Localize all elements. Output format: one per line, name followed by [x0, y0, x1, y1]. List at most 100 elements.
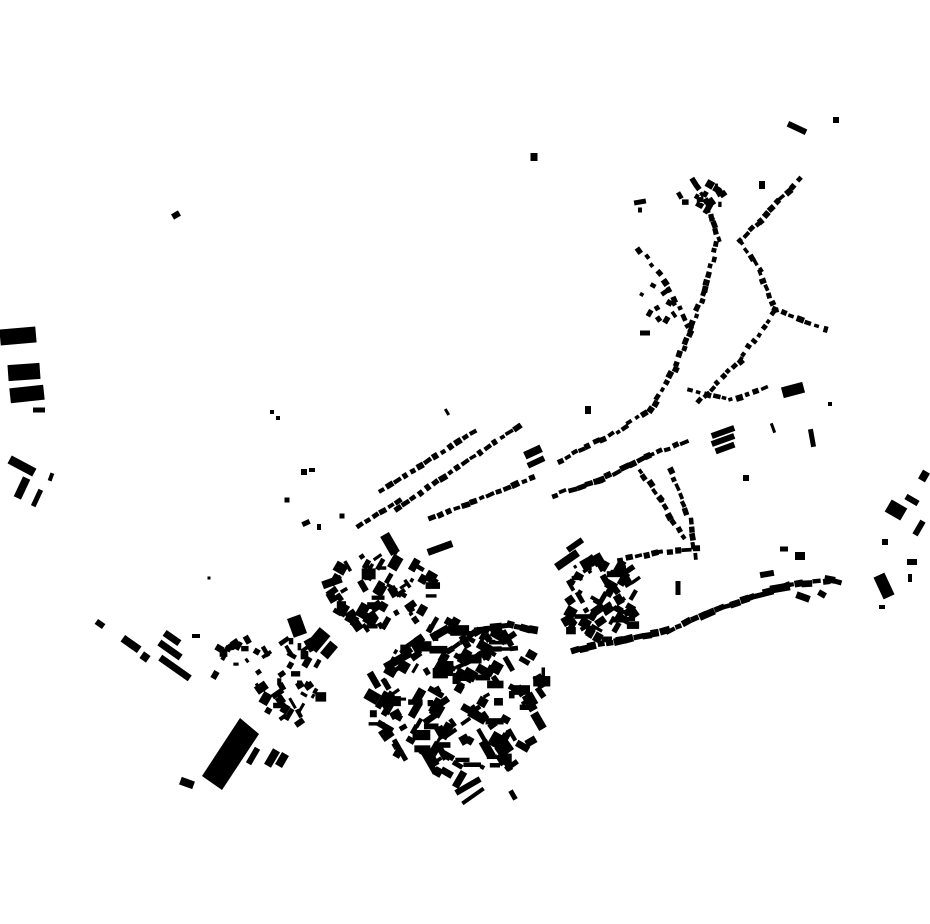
- building: [586, 554, 599, 567]
- building: [582, 566, 591, 574]
- building: [519, 704, 534, 710]
- building: [179, 776, 195, 790]
- building: [364, 573, 369, 581]
- building: [637, 468, 644, 475]
- building: [573, 564, 578, 569]
- building: [640, 330, 650, 336]
- building: [651, 487, 658, 496]
- building: [423, 723, 439, 730]
- building: [712, 240, 719, 248]
- building: [380, 531, 400, 557]
- building: [391, 711, 404, 722]
- building: [598, 435, 608, 444]
- building: [761, 210, 771, 220]
- building: [578, 644, 589, 654]
- building: [759, 181, 765, 189]
- building: [417, 745, 439, 775]
- building: [301, 469, 307, 475]
- building: [710, 220, 719, 230]
- building: [505, 620, 515, 629]
- building: [415, 461, 425, 471]
- building: [242, 634, 252, 645]
- building: [801, 580, 813, 588]
- building: [411, 687, 427, 704]
- building: [343, 560, 353, 572]
- building: [245, 746, 261, 766]
- building: [594, 615, 608, 628]
- building: [490, 640, 507, 645]
- building: [427, 513, 437, 522]
- building: [765, 292, 773, 300]
- building: [524, 735, 538, 748]
- building: [499, 713, 512, 725]
- building: [429, 645, 448, 654]
- building: [618, 565, 626, 575]
- building: [533, 676, 551, 687]
- building: [369, 710, 377, 718]
- building: [468, 453, 477, 461]
- building: [822, 325, 829, 334]
- building: [646, 405, 656, 415]
- building: [380, 699, 395, 717]
- building: [670, 476, 677, 483]
- building: [366, 624, 378, 629]
- building: [262, 694, 267, 704]
- building: [601, 636, 612, 643]
- building: [350, 618, 364, 633]
- building: [643, 551, 651, 559]
- building: [241, 645, 249, 652]
- building: [747, 224, 756, 233]
- building: [710, 433, 736, 447]
- building: [693, 552, 698, 560]
- building: [665, 626, 676, 635]
- building: [670, 300, 677, 307]
- building: [390, 554, 399, 566]
- building: [499, 746, 506, 757]
- building: [714, 183, 718, 190]
- building: [332, 560, 349, 576]
- building: [354, 601, 371, 620]
- building: [293, 717, 306, 728]
- building: [400, 498, 411, 508]
- building: [495, 488, 503, 495]
- building: [586, 641, 597, 651]
- building: [701, 190, 709, 198]
- building: [667, 466, 676, 475]
- building: [751, 387, 760, 395]
- building: [210, 670, 220, 680]
- building: [279, 703, 291, 715]
- building: [416, 489, 425, 498]
- building: [676, 191, 684, 200]
- building: [244, 657, 250, 664]
- building: [405, 735, 416, 745]
- building: [704, 179, 716, 190]
- building: [582, 606, 590, 614]
- building: [579, 625, 586, 632]
- building: [317, 524, 321, 530]
- building: [627, 459, 638, 469]
- building: [436, 510, 445, 519]
- building: [682, 199, 689, 205]
- building: [742, 247, 750, 254]
- building: [625, 606, 640, 621]
- building: [882, 539, 888, 545]
- building: [278, 713, 288, 722]
- building: [646, 478, 656, 489]
- building: [325, 590, 338, 604]
- building: [566, 627, 576, 635]
- building: [409, 467, 417, 475]
- building: [508, 789, 518, 801]
- building: [443, 616, 453, 626]
- building: [383, 649, 413, 671]
- building: [278, 635, 291, 647]
- building: [468, 428, 478, 436]
- building: [530, 711, 547, 731]
- building: [611, 621, 622, 634]
- building: [585, 623, 597, 632]
- building: [677, 305, 683, 311]
- building: [696, 197, 704, 203]
- building: [645, 308, 654, 318]
- building: [47, 472, 55, 482]
- building: [504, 634, 512, 642]
- building: [453, 682, 465, 695]
